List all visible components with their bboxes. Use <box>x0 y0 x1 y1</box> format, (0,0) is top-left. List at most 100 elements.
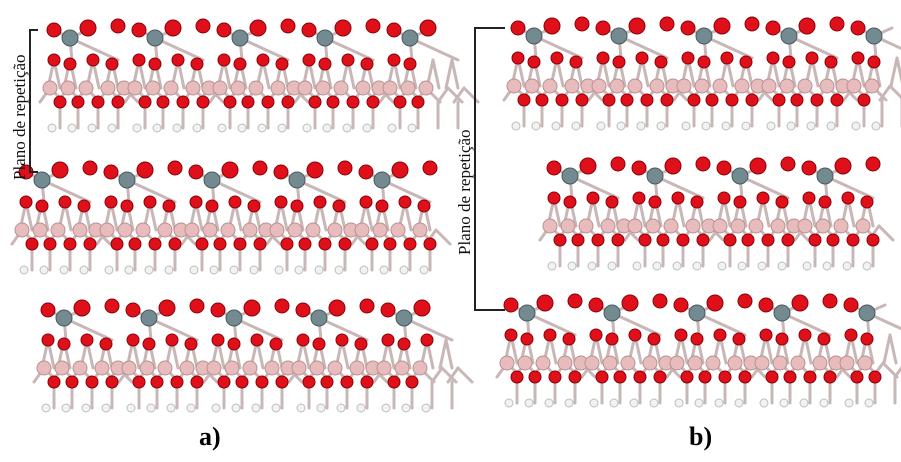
cation-atom <box>203 171 221 189</box>
cation-atom <box>230 80 246 96</box>
hydrogen-atom <box>39 265 49 275</box>
oxygen-atom <box>611 233 625 247</box>
oxygen-atom <box>387 53 401 67</box>
oxygen-atom <box>546 160 562 176</box>
oxygen-atom <box>697 55 711 69</box>
hydrogen-atom <box>146 403 156 413</box>
oxygen-atom <box>223 95 237 109</box>
oxygen-atom <box>536 294 554 312</box>
cation-atom <box>36 360 52 376</box>
oxygen-atom <box>85 375 99 389</box>
cation-atom <box>394 360 410 376</box>
oxygen-atom <box>63 57 77 71</box>
oxygen-atom <box>562 332 576 346</box>
hydrogen-atom <box>777 261 787 271</box>
hydrogen-atom <box>564 398 574 408</box>
oxygen-atom <box>745 93 759 107</box>
hydrogen-atom <box>607 261 617 271</box>
cation-atom <box>815 218 831 234</box>
oxygen-atom <box>653 370 667 384</box>
cation-atom <box>694 78 710 94</box>
hydrogen-atom <box>132 123 142 133</box>
cation-atom <box>118 171 136 189</box>
oxygen-atom <box>868 370 882 384</box>
cation-atom <box>146 29 164 47</box>
cation-atom <box>627 218 643 234</box>
oxygen-atom <box>171 53 185 67</box>
oxygen-atom <box>528 370 542 384</box>
oxygen-atom <box>633 370 647 384</box>
cation-atom <box>145 80 161 96</box>
hydrogen-atom <box>192 123 202 133</box>
hydrogen-atom <box>166 403 176 413</box>
oxygen-atom <box>850 370 864 384</box>
hydrogen-atom <box>356 403 366 413</box>
hydrogen-atom <box>251 403 261 413</box>
oxygen-atom <box>104 195 118 209</box>
cation-atom <box>627 78 643 94</box>
oxygen-atom <box>274 298 290 314</box>
oxygen-atom <box>567 293 583 309</box>
cation-atom <box>355 80 371 96</box>
hydrogen-atom <box>342 123 352 133</box>
oxygen-atom <box>759 328 773 342</box>
oxygen-atom <box>695 156 711 172</box>
hydrogen-atom <box>741 121 751 131</box>
hydrogen-atom <box>277 123 287 133</box>
oxygen-atom <box>589 328 603 342</box>
cation-atom <box>291 360 307 376</box>
cation-atom <box>316 29 334 47</box>
oxygen-atom <box>865 156 881 172</box>
oxygen-atom <box>741 233 755 247</box>
cation-atom <box>506 78 522 94</box>
oxygen-atom <box>780 156 796 172</box>
oxygen-atom <box>723 233 737 247</box>
cation-atom <box>372 222 388 238</box>
hydrogen-atom <box>757 261 767 271</box>
cation-atom <box>779 78 795 94</box>
oxygen-atom <box>733 195 747 209</box>
oxygen-atom <box>732 332 746 346</box>
oxygen-atom <box>360 57 374 71</box>
oxygen-atom <box>535 93 549 107</box>
cation-atom <box>310 309 328 327</box>
cation-atom <box>525 27 543 45</box>
oxygen-atom <box>798 328 812 342</box>
cation-atom <box>705 355 721 371</box>
cation-atom <box>55 309 73 327</box>
oxygen-atom <box>19 195 33 209</box>
hydrogen-atom <box>126 403 136 413</box>
oxygen-atom <box>256 53 270 67</box>
cation-atom <box>327 360 343 376</box>
cation-atom <box>179 360 195 376</box>
oxygen-atom <box>761 233 775 247</box>
oxygen-atom <box>217 375 231 389</box>
oxygen-atom <box>261 95 275 109</box>
cation-atom <box>712 218 728 234</box>
oxygen-atom <box>41 333 55 347</box>
hydrogen-atom <box>189 265 199 275</box>
oxygen-atom <box>824 55 838 69</box>
cation-atom <box>401 29 419 47</box>
oxygen-atom <box>791 294 809 312</box>
oxygen-atom <box>273 164 289 180</box>
oxygen-atom <box>334 19 352 37</box>
oxygen-atom <box>195 18 211 34</box>
oxygen-atom <box>504 328 518 342</box>
cation-atom <box>773 304 791 322</box>
oxygen-atom <box>381 333 395 347</box>
hydrogen-atom <box>211 403 221 413</box>
oxygen-atom <box>656 233 670 247</box>
oxygen-atom <box>341 53 355 67</box>
hydrogen-atom <box>629 398 639 408</box>
hydrogen-atom <box>336 403 346 413</box>
oxygen-atom <box>57 337 71 351</box>
oxygen-atom <box>805 51 819 65</box>
cation-atom <box>163 80 179 96</box>
oxygen-atom <box>419 19 437 37</box>
oxygen-atom <box>781 233 795 247</box>
hydrogen-atom <box>844 398 854 408</box>
cation-atom <box>269 222 285 238</box>
oxygen-atom <box>46 22 62 38</box>
